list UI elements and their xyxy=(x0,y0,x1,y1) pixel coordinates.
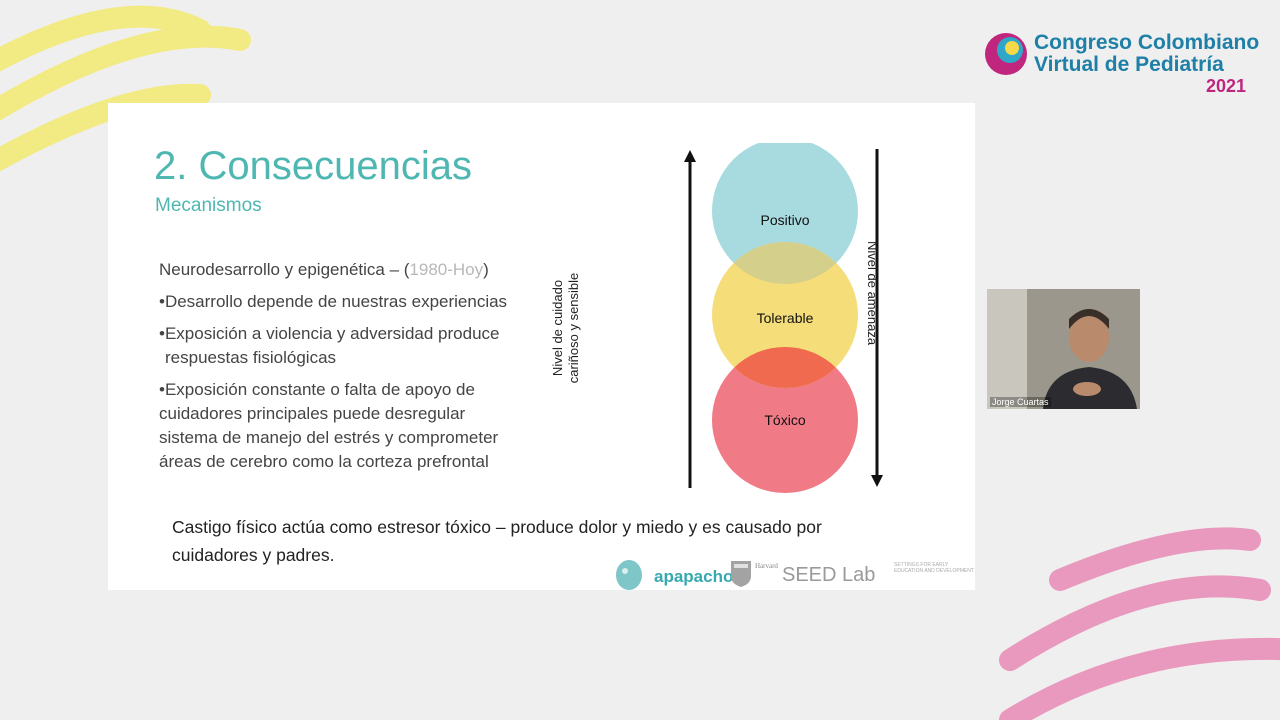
bullet-item: •Desarrollo depende de nuestras experien… xyxy=(159,292,508,311)
congress-logo-icon xyxy=(985,33,1027,75)
speaker-name-label: Jorge Cuartas xyxy=(990,397,1051,407)
partner-logos: apapacho Harvard SEED Lab SETTINGS FOR E… xyxy=(614,556,974,592)
bullet-item-continuation: cuidadores principales puede desregular xyxy=(159,404,466,423)
circle-tolerable xyxy=(712,242,858,388)
apapacho-logo-icon xyxy=(616,560,642,590)
slide-subtitle: Mecanismos xyxy=(155,195,262,216)
bullet-item-continuation: respuestas fisiológicas xyxy=(165,348,337,367)
footer-statement: Castigo físico actúa como estresor tóxic… xyxy=(172,513,932,569)
circle-positivo xyxy=(712,143,858,284)
right-axis-label: Nivel de amenaza xyxy=(865,241,880,346)
intro-close: ) xyxy=(483,260,489,279)
seed-lab-logo-text: SEED Lab xyxy=(782,564,876,586)
left-axis-label: Nivel de cuidado cariñoso y sensible xyxy=(550,238,582,418)
congress-brand: Congreso Colombiano Virtual de Pediatría… xyxy=(984,30,1259,100)
left-axis-label-line1: Nivel de cuidado xyxy=(550,279,565,377)
left-axis-arrowhead xyxy=(684,150,696,162)
intro-text: Neurodesarrollo y epigenética – ( xyxy=(159,260,410,279)
stress-diagram: Positivo Tolerable Tóxico Nivel de cuida… xyxy=(550,143,918,505)
bullet-item-continuation: áreas de cerebro como la corteza prefron… xyxy=(159,452,489,471)
brand-title-line1: Congreso Colombiano xyxy=(1034,31,1260,54)
intro-line: Neurodesarrollo y epigenética – (1980-Ho… xyxy=(159,258,589,282)
bullet-list: Neurodesarrollo y epigenética – (1980-Ho… xyxy=(159,258,589,474)
brand-title-line2: Virtual de Pediatría xyxy=(1034,53,1224,76)
footer-line: cuidadores y padres. xyxy=(172,545,335,565)
speaker-video-frame xyxy=(987,289,1140,409)
presentation-slide: 2. Consecuencias Mecanismos Neurodesarro… xyxy=(108,103,975,590)
slide-title: 2. Consecuencias xyxy=(154,144,472,188)
seed-lab-tagline: SETTINGS FOR EARLY EDUCATION AND DEVELOP… xyxy=(894,562,974,574)
intro-years: 1980-Hoy xyxy=(409,260,484,279)
speaker-video-tile[interactable]: Jorge Cuartas xyxy=(987,289,1140,409)
harvard-logo-text: Harvard xyxy=(755,562,778,570)
stress-diagram-shapes: Positivo Tolerable Tóxico xyxy=(684,143,883,493)
apapacho-logo-text: apapacho xyxy=(654,567,734,586)
brand-year: 2021 xyxy=(1205,76,1246,96)
harvard-shield-icon xyxy=(731,561,751,587)
circle-label-positivo: Positivo xyxy=(760,212,809,228)
bullet-item-continuation: sistema de manejo del estrés y compromet… xyxy=(159,428,499,447)
circle-label-toxico: Tóxico xyxy=(764,412,805,428)
bullet-item: •Exposición a violencia y adversidad pro… xyxy=(159,324,500,343)
bullet-item: •Exposición constante o falta de apoyo d… xyxy=(159,380,475,399)
footer-line: Castigo físico actúa como estresor tóxic… xyxy=(172,517,822,537)
right-axis-arrowhead xyxy=(871,475,883,487)
left-axis-label-line2: cariñoso y sensible xyxy=(566,272,581,384)
circle-label-tolerable: Tolerable xyxy=(757,310,814,326)
circle-toxico xyxy=(712,347,858,493)
